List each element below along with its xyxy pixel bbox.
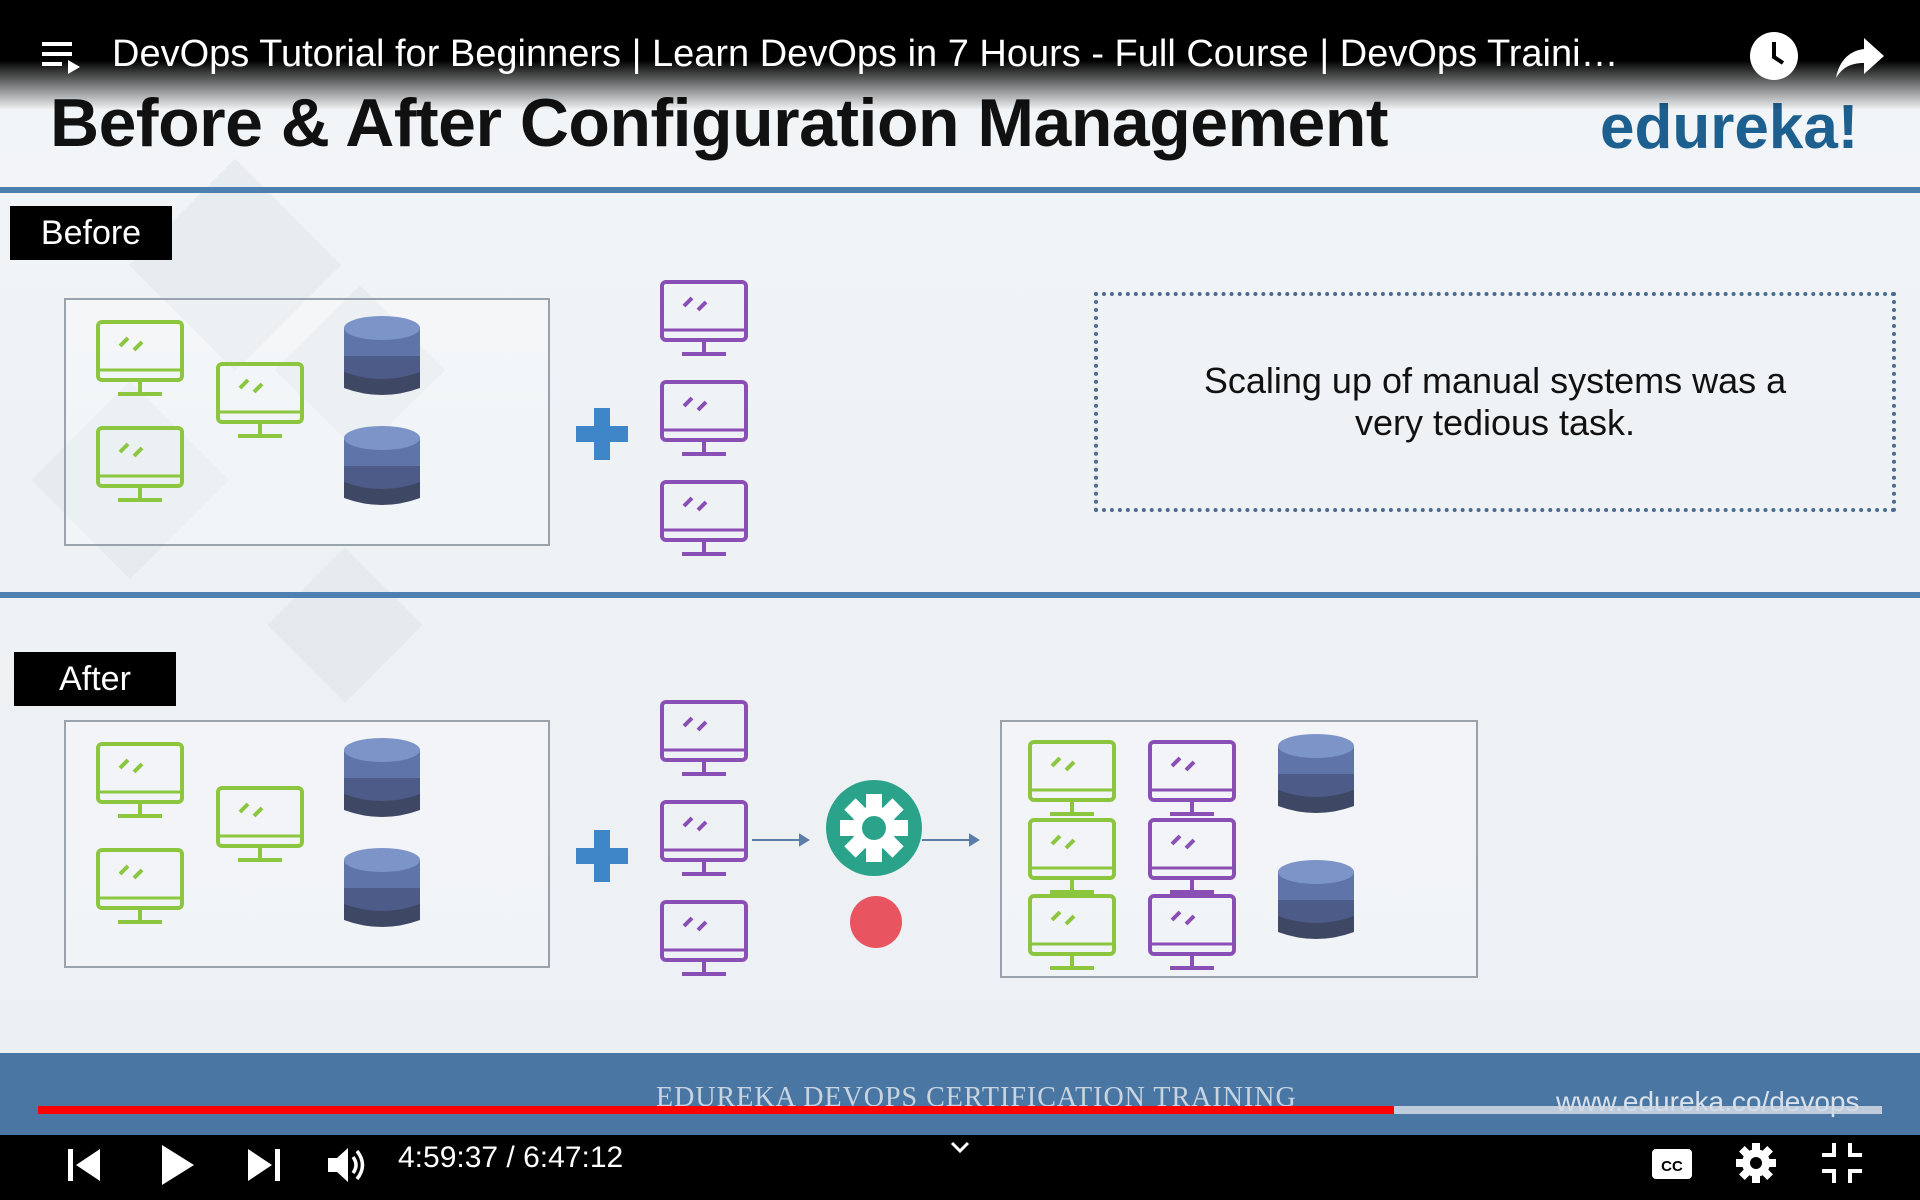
purple-monitor-icon — [660, 900, 748, 976]
player-controls: CC — [0, 1135, 1920, 1200]
note-box: Scaling up of manual systems was a very … — [1094, 292, 1896, 512]
green-monitor-icon — [96, 426, 184, 502]
green-monitor-group — [96, 320, 304, 502]
purple-monitor-icon — [660, 700, 748, 776]
purple-monitor-icon — [660, 280, 748, 356]
current-time: 4:59:37 — [398, 1141, 499, 1174]
database-icon — [344, 316, 420, 395]
plus-icon — [576, 408, 628, 460]
result-panel — [1000, 720, 1478, 978]
player-top-bar — [0, 0, 1920, 110]
progress-bar[interactable] — [38, 1106, 1882, 1114]
background-pattern — [31, 158, 445, 703]
green-monitor-icon — [216, 786, 304, 862]
database-icon — [344, 848, 420, 927]
database-icon — [1278, 734, 1354, 813]
slide-footer — [0, 1053, 1920, 1135]
previous-icon[interactable] — [64, 1143, 104, 1187]
progress-played — [38, 1106, 1395, 1114]
purple-monitor-icon — [660, 800, 748, 876]
settings-icon[interactable] — [1734, 1141, 1778, 1185]
green-monitor-icon — [216, 362, 304, 438]
record-dot-icon — [850, 896, 902, 948]
gear-icon — [826, 780, 922, 876]
playlist-icon[interactable] — [40, 36, 82, 78]
green-monitor-icon — [1028, 740, 1116, 816]
next-icon[interactable] — [244, 1143, 284, 1187]
video-title[interactable]: DevOps Tutorial for Beginners | Learn De… — [112, 33, 1619, 75]
green-monitor-icon — [96, 848, 184, 924]
green-monitor-icon — [1028, 818, 1116, 894]
purple-monitor-icon — [660, 380, 748, 456]
play-icon[interactable] — [156, 1141, 198, 1189]
volume-icon[interactable] — [326, 1143, 372, 1187]
green-monitor-icon — [96, 742, 184, 818]
watch-later-icon[interactable] — [1748, 30, 1800, 82]
green-monitor-icon — [96, 320, 184, 396]
chevron-down-icon[interactable] — [948, 1139, 972, 1157]
time-separator: / — [498, 1141, 524, 1174]
share-icon[interactable] — [1834, 32, 1886, 82]
green-monitor-icon — [1028, 894, 1116, 970]
duration: 6:47:12 — [523, 1141, 624, 1174]
exit-fullscreen-icon[interactable] — [1820, 1141, 1864, 1185]
time-display: 4:59:37 / 6:47:12 — [398, 1138, 623, 1178]
video-frame[interactable]: Before & After Configuration Management … — [0, 0, 1920, 1135]
database-icon — [344, 426, 420, 505]
before-panel — [64, 298, 550, 546]
purple-monitor-icon — [1148, 894, 1236, 970]
purple-monitor-icon — [1148, 818, 1236, 894]
svg-text:CC: CC — [1661, 1158, 1683, 1175]
database-icon — [1278, 860, 1354, 939]
purple-monitor-icon — [1148, 740, 1236, 816]
before-label: Before — [10, 206, 172, 260]
divider — [0, 592, 1920, 598]
plus-icon — [576, 830, 628, 882]
after-panel — [64, 720, 550, 968]
captions-icon[interactable]: CC — [1650, 1145, 1694, 1183]
note-text: Scaling up of manual systems was a very … — [1203, 360, 1787, 443]
diagram-icons — [96, 280, 1354, 976]
purple-monitor-icon — [660, 480, 748, 556]
database-icon — [344, 738, 420, 817]
divider — [0, 187, 1920, 193]
after-label: After — [14, 652, 176, 706]
